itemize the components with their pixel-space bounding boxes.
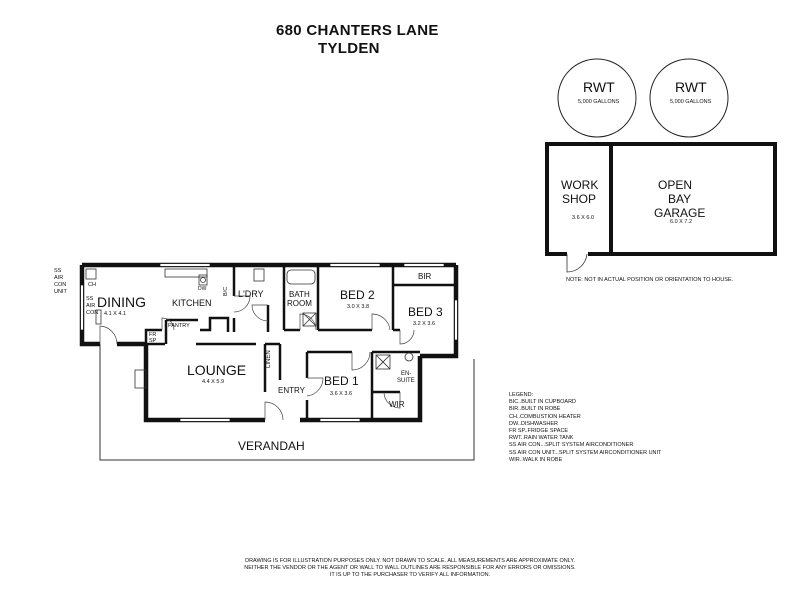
address-line-1: 680 CHANTERS LANE (276, 22, 439, 39)
legend-item: SS AIR CON...SPLIT SYSTEM AIRCONDITIONER (509, 442, 634, 449)
windows (80, 263, 458, 422)
bed1-label: BED 1 (324, 374, 359, 388)
wir-label: WIR (389, 400, 405, 409)
dining-dims: 4.1 X 4.1 (104, 311, 127, 317)
legend: LEGEND: BIC..BUILT IN CUPBOARD BIR..BUIL… (509, 392, 661, 464)
disclaimer-line: IT IS UP TO THE PURCHASER TO VERIFY ALL … (329, 572, 491, 578)
dishwasher-label: DW (198, 286, 207, 292)
fridge-space-label-line-1: FR (149, 332, 157, 338)
legend-heading: LEGEND: (509, 392, 534, 398)
tank-1-label: RWT (583, 79, 615, 95)
entry-label: ENTRY (278, 386, 305, 395)
pantry-label: PANTRY (168, 323, 190, 329)
verandah-outline (99, 344, 475, 461)
tank-2-label: RWT (675, 79, 707, 95)
legend-item: CH..COMBUSTION HEATER (509, 413, 581, 420)
aircon-unit-label-line-4: UNIT (54, 289, 67, 295)
bed2-label: BED 2 (340, 288, 375, 302)
legend-item: DW..DISHWASHER (509, 420, 558, 427)
garage-label-line-1: OPEN (658, 178, 693, 192)
workshop-label-line-2: SHOP (562, 192, 597, 206)
outbuilding-walls (545, 142, 777, 256)
verandah-label: VERANDAH (238, 439, 305, 453)
aircon-indoor-label-line-3: CON (86, 310, 99, 316)
legend-item: SS AIR CON UNIT...SPLIT SYSTEM AIRCONDIT… (509, 449, 662, 456)
bed2-dims: 3.0 X 3.8 (347, 304, 370, 310)
bathroom-label-line-1: BATH (289, 290, 310, 299)
tank-2-capacity: 5,000 GALLONS (670, 99, 712, 105)
legend-item: BIC..BUILT IN CUPBOARD (509, 399, 577, 406)
ldry-label: L'DRY (238, 289, 264, 299)
aircon-unit-label-line-3: CON (54, 282, 67, 288)
aircon-indoor-label-line-2: AIR (86, 303, 96, 309)
bed3-label: BED 3 (408, 305, 443, 319)
kitchen-label: KITCHEN (172, 298, 212, 308)
bathroom-label-line-2: ROOM (287, 299, 312, 308)
bed3-dims: 3.2 X 3.6 (413, 321, 436, 327)
ensuite-label-line-2: SUITE (397, 378, 415, 384)
house-interior-walls (144, 265, 456, 420)
disclaimer-line: DRAWING IS FOR ILLUSTRATION PURPOSES ONL… (245, 558, 575, 564)
garage-label-line-2: BAY (668, 192, 692, 206)
bed1-dims: 3.6 X 3.6 (330, 391, 353, 397)
tank-1-capacity: 5,000 GALLONS (578, 99, 620, 105)
garage-dims: 6.0 X 7.2 (670, 219, 693, 225)
aircon-unit-label-line-1: SS (54, 268, 62, 274)
aircon-unit-label-line-2: AIR (54, 275, 64, 281)
window-frames (80, 263, 458, 422)
lounge-dims: 4.4 X 5.9 (202, 379, 225, 385)
bir-label: BIR (418, 272, 432, 281)
bic-label: B/C (223, 286, 229, 296)
address-line-2: TYLDEN (318, 40, 380, 57)
combustion-heater-label: CH (88, 282, 96, 288)
legend-item: FR SP..FRIDGE SPACE (509, 428, 569, 435)
garage-label-line-3: GARAGE (654, 206, 706, 220)
workshop-dims: 3.6 X 6.0 (572, 215, 595, 221)
ensuite-label-line-1: EN- (401, 371, 412, 377)
fixtures (85, 268, 414, 389)
workshop-label-line-1: WORK (561, 178, 599, 192)
disclaimer-line: NEITHER THE VENDOR OR THE AGENT OR WALL … (244, 565, 576, 571)
rain-water-tank-2 (649, 58, 729, 138)
door-swings (99, 295, 415, 421)
legend-item: WIR..WALK IN ROBE (509, 456, 563, 463)
disclaimer: DRAWING IS FOR ILLUSTRATION PURPOSES ONL… (230, 558, 590, 579)
dining-label: DINING (97, 294, 146, 310)
linen-label: LINEN (266, 350, 272, 368)
workshop-door-swing (566, 253, 588, 273)
legend-item: RWT..RAIN WATER TANK (509, 435, 574, 442)
fridge-space-label-line-2: SP (149, 338, 157, 344)
lounge-label: LOUNGE (187, 362, 247, 378)
legend-item: BIR..BUILT IN ROBE (509, 406, 561, 413)
outbuilding-note: NOTE: NOT IN ACTUAL POSITION OR ORIENTAT… (566, 277, 734, 283)
aircon-indoor-label-line-1: SS (86, 296, 94, 302)
rain-water-tank-1 (557, 58, 637, 138)
